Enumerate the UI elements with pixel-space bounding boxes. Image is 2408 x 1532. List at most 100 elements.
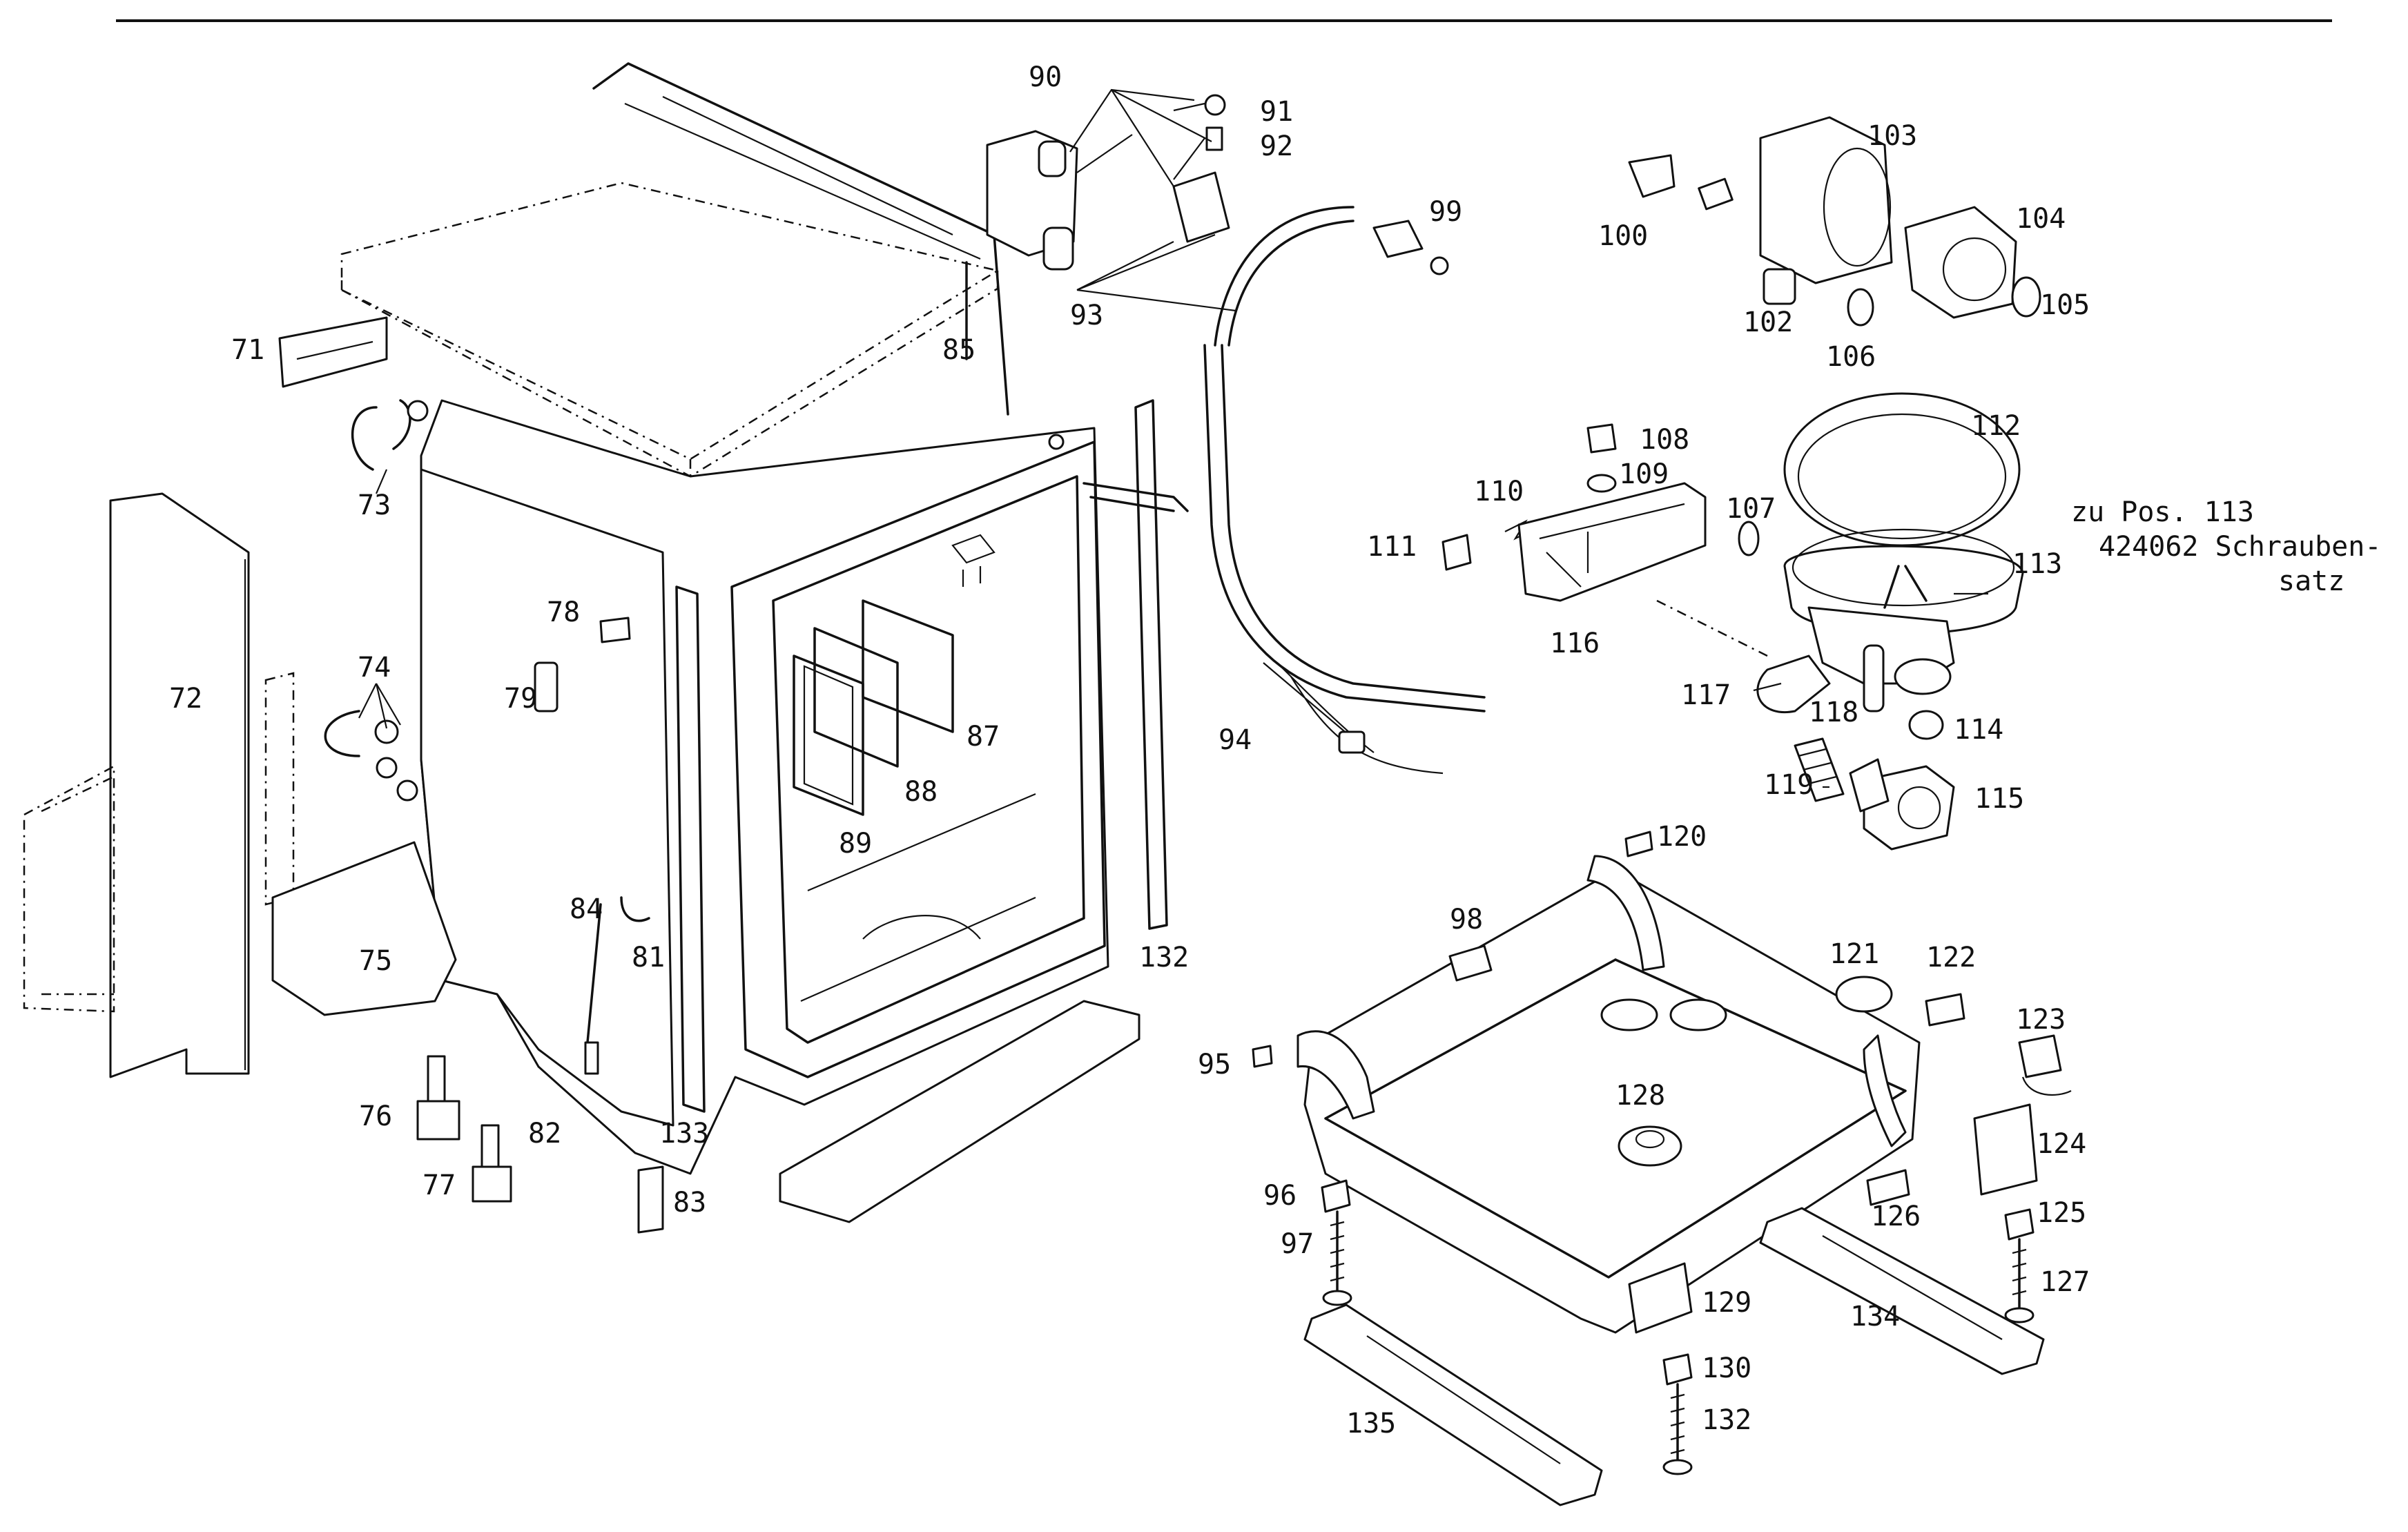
callout-129: 129 xyxy=(1702,1287,1751,1319)
callout-73: 73 xyxy=(358,489,391,521)
housing-116 xyxy=(1517,482,1707,602)
callout-127: 127 xyxy=(2040,1266,2090,1298)
callout-102: 102 xyxy=(1743,307,1793,338)
callout-78: 78 xyxy=(547,597,580,628)
bracket-71 xyxy=(278,316,388,388)
tub-front-frame xyxy=(730,440,1106,1078)
callout-105: 105 xyxy=(2040,289,2090,321)
callout-84: 84 xyxy=(570,893,603,925)
callout-74: 74 xyxy=(358,652,391,683)
leader-lines xyxy=(358,102,1988,788)
callout-77: 77 xyxy=(423,1170,456,1201)
pump-cover-104 xyxy=(1904,206,2017,319)
callout-111: 111 xyxy=(1367,531,1417,563)
capacitor-123 xyxy=(2018,1034,2062,1078)
plate-83 xyxy=(637,1165,664,1234)
callout-104: 104 xyxy=(2016,203,2066,235)
side-panel-72 xyxy=(109,492,250,1078)
callout-118: 118 xyxy=(1809,697,1858,728)
callout-108: 108 xyxy=(1640,424,1689,456)
callout-85: 85 xyxy=(942,334,975,366)
pump-group xyxy=(1441,116,2041,851)
clip-95 xyxy=(1252,1045,1273,1068)
callout-100: 100 xyxy=(1598,220,1648,252)
callout-128: 128 xyxy=(1615,1080,1665,1112)
callout-92: 92 xyxy=(1260,130,1293,162)
tube-118 xyxy=(1863,644,1885,712)
callout-109: 109 xyxy=(1619,458,1669,490)
callout-132-base: 132 xyxy=(1702,1404,1751,1436)
callout-122: 122 xyxy=(1926,942,1976,973)
clip-98 xyxy=(1448,944,1493,982)
callout-103: 103 xyxy=(1867,120,1917,152)
callout-125: 125 xyxy=(2037,1197,2086,1229)
callout-107: 107 xyxy=(1726,493,1776,525)
connector-99 xyxy=(1372,220,1424,258)
screw-set-note: zu Pos. 113 424062 Schrauben- satz xyxy=(2071,496,2381,597)
callout-106: 106 xyxy=(1826,341,1876,373)
inlet-group xyxy=(986,88,1486,775)
callout-90: 90 xyxy=(1029,61,1062,93)
seal-107 xyxy=(1738,521,1760,556)
clip-120 xyxy=(1624,831,1653,857)
base-tray xyxy=(1303,869,1921,1334)
rear-frame xyxy=(592,62,1009,416)
callout-123: 123 xyxy=(2016,1004,2066,1036)
note-line-2: 424062 Schrauben- xyxy=(2099,531,2381,563)
callout-114: 114 xyxy=(1954,714,2003,746)
callout-83: 83 xyxy=(673,1187,706,1219)
switch-78 xyxy=(599,617,631,643)
fitting-93 xyxy=(1172,171,1230,243)
terminal-126 xyxy=(1866,1169,1910,1206)
callout-88: 88 xyxy=(904,776,938,808)
filter-88 xyxy=(813,627,899,768)
callout-72: 72 xyxy=(169,683,202,715)
callout-95: 95 xyxy=(1198,1049,1231,1080)
callout-89: 89 xyxy=(839,828,872,860)
callout-96: 96 xyxy=(1263,1180,1297,1212)
callout-124: 124 xyxy=(2037,1128,2086,1160)
drain-pump-115 xyxy=(1863,765,1955,851)
valve-77 xyxy=(472,1124,512,1203)
callout-132-tub: 132 xyxy=(1139,942,1189,973)
cap-121 xyxy=(1835,976,1893,1013)
foot-96-97 xyxy=(1321,1179,1352,1306)
callout-110: 110 xyxy=(1474,476,1524,507)
worktop-85 xyxy=(340,182,1000,476)
callout-115: 115 xyxy=(1974,783,2024,815)
hose-74 xyxy=(324,710,360,757)
side-panel-dashed xyxy=(23,764,115,1013)
cap-102 xyxy=(1763,268,1796,305)
callout-113: 113 xyxy=(2012,548,2062,580)
callout-87: 87 xyxy=(967,721,1000,753)
callout-98: 98 xyxy=(1450,904,1483,935)
callout-116: 116 xyxy=(1550,628,1600,659)
foot-130-132 xyxy=(1662,1353,1693,1475)
callout-133: 133 xyxy=(659,1118,709,1150)
callout-119: 119 xyxy=(1764,769,1814,801)
callout-97: 97 xyxy=(1281,1228,1314,1260)
callout-117: 117 xyxy=(1681,679,1731,711)
callouts: 71 72 73 74 75 76 77 78 79 81 82 83 84 8… xyxy=(169,61,2090,1439)
foot-125-127 xyxy=(2004,1208,2035,1323)
note-line-1: zu Pos. 113 xyxy=(2071,496,2254,528)
hose-73 xyxy=(351,399,411,471)
nozzle-92 xyxy=(1205,126,1223,151)
part-109 xyxy=(1586,474,1617,493)
callout-76: 76 xyxy=(359,1100,392,1132)
pump-housing-103 xyxy=(1759,116,1893,284)
rail-135 xyxy=(1303,1303,1603,1506)
base-group xyxy=(1252,831,2072,1506)
washer-91 xyxy=(1204,94,1226,116)
ring-105 xyxy=(2011,276,2041,318)
callout-99: 99 xyxy=(1429,196,1462,228)
seat-128 xyxy=(1618,1125,1682,1167)
side-panel-82 xyxy=(420,468,674,1127)
callout-120: 120 xyxy=(1657,821,1707,853)
door-seal-133 xyxy=(675,585,706,1113)
filter-89 xyxy=(793,655,864,816)
bracket-129 xyxy=(1628,1262,1693,1334)
callout-75: 75 xyxy=(359,945,392,977)
callout-82: 82 xyxy=(528,1118,561,1150)
callout-81: 81 xyxy=(632,942,665,973)
